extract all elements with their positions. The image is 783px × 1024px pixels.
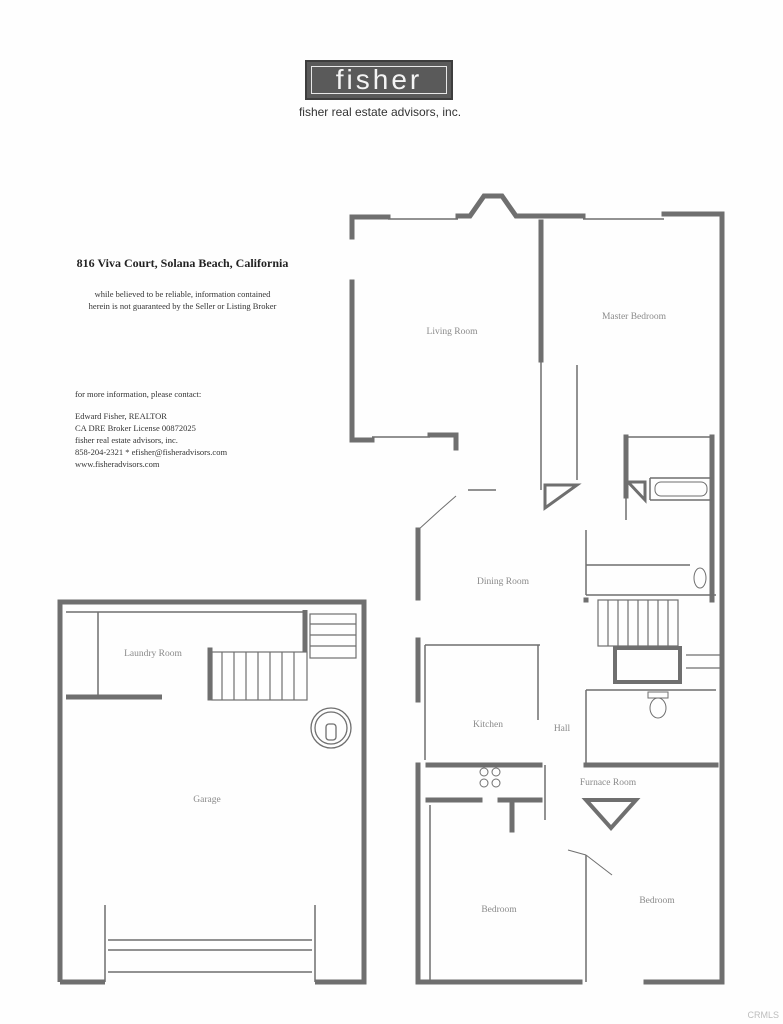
listing-credit: CRMLS xyxy=(747,1010,779,1020)
company-logo: fisher xyxy=(305,60,453,100)
contact-phone-email: 858-204-2321 * efisher@fisheradvisors.co… xyxy=(75,447,228,457)
disclaimer-line-1: while believed to be reliable, informati… xyxy=(94,289,271,299)
contact-website: www.fisheradvisors.com xyxy=(75,459,160,469)
disclaimer-line-2: herein is not guaranteed by the Seller o… xyxy=(88,301,277,311)
room-label-dining: Dining Room xyxy=(477,577,530,587)
contact-license: CA DRE Broker License 00872025 xyxy=(75,423,196,433)
contact-intro: for more information, please contact: xyxy=(75,389,202,399)
contact-company: fisher real estate advisors, inc. xyxy=(75,435,178,445)
property-address: 816 Viva Court, Solana Beach, California xyxy=(76,256,289,270)
company-tagline: fisher real estate advisors, inc. xyxy=(298,105,462,119)
floor-plan-walls xyxy=(57,193,725,985)
logo-text: fisher xyxy=(335,64,423,95)
contact-block: for more information, please contact: Ed… xyxy=(75,388,315,470)
room-label-furnace: Furnace Room xyxy=(580,778,637,788)
contact-name: Edward Fisher, REALTOR xyxy=(75,411,167,421)
room-label-garage: Garage xyxy=(193,795,220,805)
room-label-master: Master Bedroom xyxy=(602,312,667,322)
room-label-laundry: Laundry Room xyxy=(124,649,182,659)
room-label-hall: Hall xyxy=(554,724,571,734)
room-label-kitchen: Kitchen xyxy=(473,720,503,730)
room-label-bedroom-left: Bedroom xyxy=(481,905,517,915)
disclaimer: while believed to be reliable, informati… xyxy=(40,288,325,312)
room-label-bedroom-right: Bedroom xyxy=(639,896,675,906)
room-label-living: Living Room xyxy=(427,327,479,337)
water-heater-icon xyxy=(310,707,352,749)
